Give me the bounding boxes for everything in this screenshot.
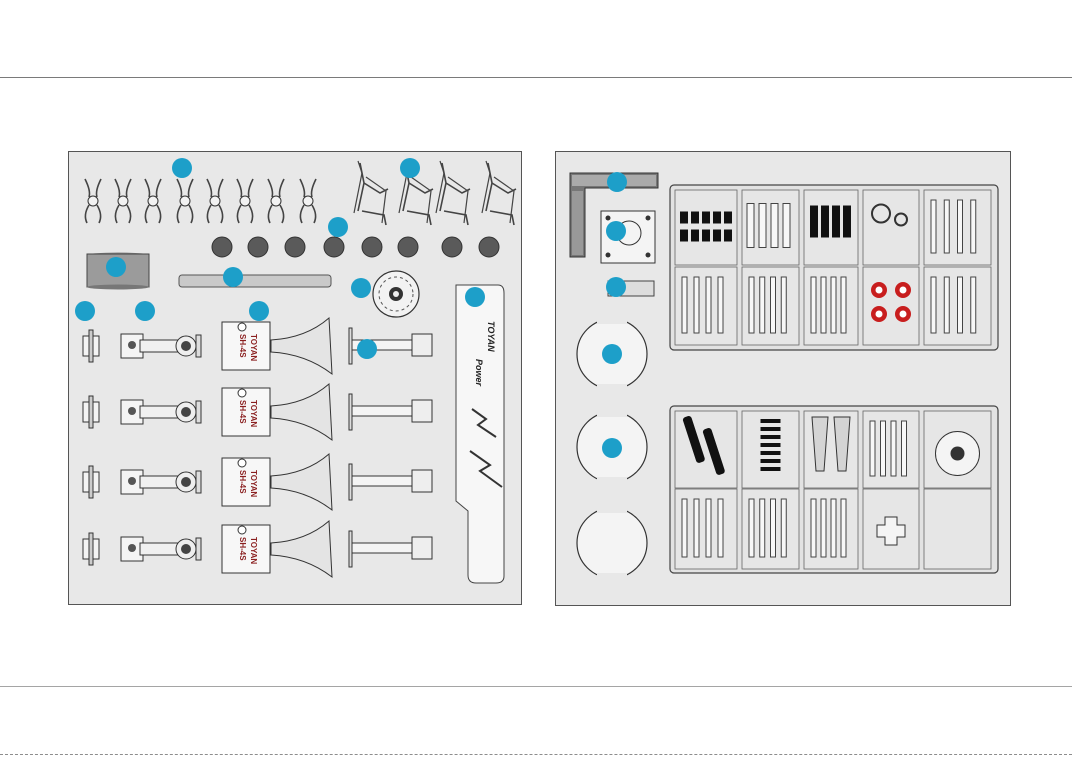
crankcase-stamp-brand: TOYAN: [249, 334, 258, 361]
compartment-cell: [675, 411, 737, 488]
right-callout-2: [606, 221, 626, 241]
round-pad: [212, 237, 232, 257]
compartment-cell: [675, 489, 737, 569]
left-callout-6: [351, 278, 371, 298]
left-callout-1: [172, 158, 192, 178]
round-pad: [479, 237, 499, 257]
compartment-cell: [742, 411, 799, 488]
round-pad: [362, 237, 382, 257]
compartment-cell: [742, 489, 799, 569]
tool-brand-text: TOYAN: [486, 321, 496, 352]
left-callout-7: [465, 287, 485, 307]
left-callout-9: [135, 301, 155, 321]
left-callout-5: [223, 267, 243, 287]
compartment-cell: [804, 411, 858, 488]
compartment-cell: [742, 267, 799, 345]
compartment-cell: [924, 411, 991, 488]
crankcase-stamp-model: SH-4S: [238, 537, 247, 561]
left-callout-4: [106, 257, 126, 277]
right-callout-1: [607, 172, 627, 192]
long-shaft-part: [179, 275, 331, 287]
compartment-cell: [924, 267, 991, 345]
tool-script-text: Power: [474, 359, 484, 387]
right-callout-4: [602, 344, 622, 364]
compartment-cell: [675, 267, 737, 345]
star-wheel-part: [373, 271, 419, 317]
compartment-cell: [924, 489, 991, 569]
compartment-cell: [863, 489, 919, 569]
right-callout-5: [602, 438, 622, 458]
compartment-cell: [675, 190, 737, 265]
compartment-cell: [863, 267, 919, 345]
left-callout-2: [400, 158, 420, 178]
crankcase-stamp-model: SH-4S: [238, 470, 247, 494]
crankcase-stamp-model: SH-4S: [238, 400, 247, 424]
compartment-cell: [804, 190, 858, 265]
bottom-divider: [0, 686, 1072, 687]
crankcase-stamp-brand: TOYAN: [249, 470, 258, 497]
compartment-cell: [804, 267, 858, 345]
crankcase-stamp-brand: TOYAN: [249, 400, 258, 427]
right-parts-tray: [555, 151, 1011, 607]
right-callout-3: [606, 277, 626, 297]
left-callout-10: [249, 301, 269, 321]
left-callout-3: [328, 217, 348, 237]
top-divider: [0, 77, 1072, 78]
compartment-cell: [863, 190, 919, 265]
left-callout-8: [75, 301, 95, 321]
left-parts-tray: TOYAN Power TOYANSH-4STOYANSH-4STOYANSH-…: [68, 151, 522, 605]
round-pad: [442, 237, 462, 257]
left-callout-11: [357, 339, 377, 359]
round-pad: [324, 237, 344, 257]
compartment-cell: [863, 411, 919, 488]
compartment-cell: [742, 190, 799, 265]
round-pad: [248, 237, 268, 257]
compartment-cell: [924, 190, 991, 265]
crankcase-stamp-brand: TOYAN: [249, 537, 258, 564]
compartment-cell: [804, 489, 858, 569]
round-pad: [398, 237, 418, 257]
page-edge-dashes: [0, 754, 1072, 755]
crankcase-stamp-model: SH-4S: [238, 334, 247, 358]
round-pad: [285, 237, 305, 257]
